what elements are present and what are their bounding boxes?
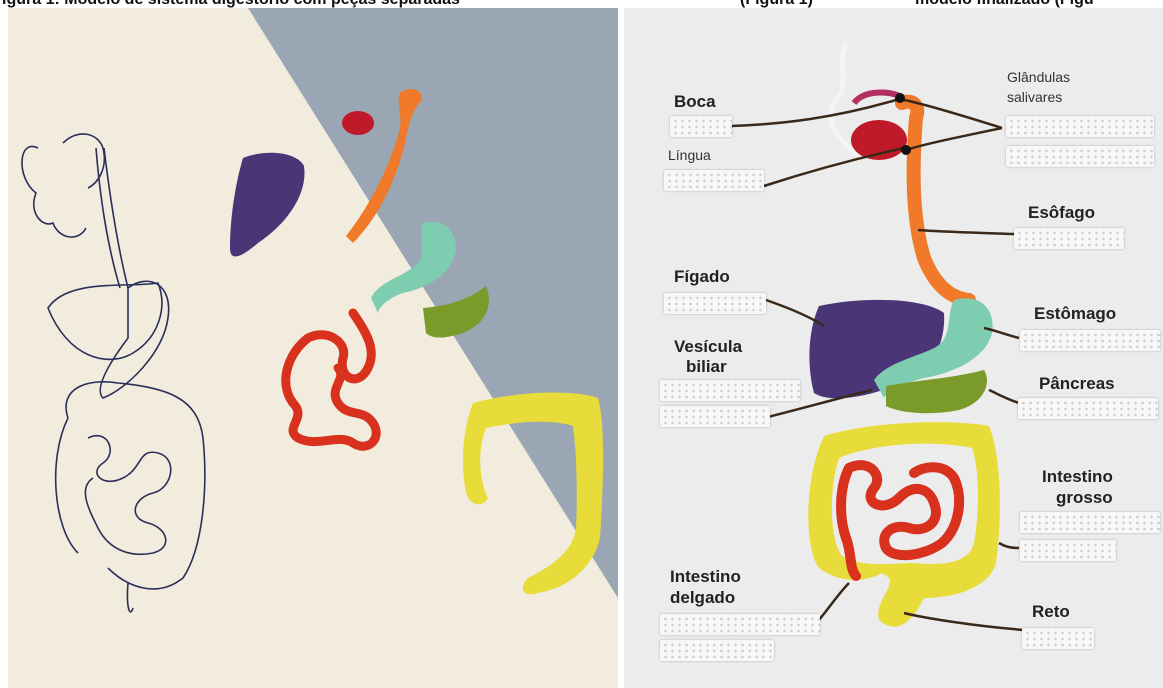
label-vesicula-line2: biliar	[686, 358, 727, 376]
label-intestino-grosso-line1: Intestino	[1042, 468, 1113, 486]
braille-strip-glandulas-2	[1006, 146, 1154, 167]
braille-strip-glandulas-1	[1006, 116, 1154, 137]
caption-left: igura 1: Modelo de sistema digestório co…	[2, 0, 460, 8]
photo-separated-pieces	[8, 8, 618, 688]
bead-lower	[901, 145, 911, 155]
braille-strip-lingua	[664, 170, 764, 191]
esophagus-piece	[902, 102, 969, 300]
braille-strip-intestino-grosso-1	[1020, 512, 1160, 533]
label-esofago: Esôfago	[1028, 204, 1095, 222]
photo-finished-model: Boca Língua Glândulas salivares Esôfago …	[624, 8, 1163, 688]
braille-strip-intestino-grosso-2	[1020, 540, 1116, 561]
piece-tongue	[342, 111, 374, 135]
cord-esofago	[918, 230, 1014, 234]
label-intestino-delgado-line1: Intestino	[670, 568, 741, 586]
label-lingua: Língua	[668, 148, 711, 163]
separated-pieces-illustration	[8, 8, 618, 688]
bead-upper	[895, 93, 905, 103]
caption-right: modelo finalizado (Figu	[915, 0, 1094, 8]
label-reto: Reto	[1032, 603, 1070, 621]
cord-lingua	[764, 148, 904, 186]
label-intestino-grosso-line2: grosso	[1056, 489, 1113, 507]
piece-pancreas	[423, 286, 489, 338]
cord-intestino-delgado	[819, 583, 849, 620]
cord-reto	[904, 613, 1024, 630]
braille-strip-figado	[664, 293, 766, 314]
braille-strip-estomago	[1020, 330, 1160, 351]
braille-strip-intestino-delgado-2	[660, 640, 774, 661]
braille-strip-vesicula-1	[660, 380, 800, 401]
braille-strip-esofago	[1014, 228, 1124, 249]
caption-middle: (Figura 1)	[740, 0, 813, 8]
label-intestino-delgado-line2: delgado	[670, 589, 735, 607]
cord-figado	[766, 300, 824, 326]
braille-strip-boca	[670, 116, 732, 137]
label-figado: Fígado	[674, 268, 730, 286]
braille-strip-vesicula-2	[660, 406, 770, 427]
label-vesicula-line1: Vesícula	[674, 338, 742, 356]
small-intestine-piece	[841, 465, 959, 576]
label-glandulas-line1: Glândulas	[1007, 70, 1070, 85]
label-boca: Boca	[674, 93, 716, 111]
braille-strip-reto	[1022, 628, 1094, 649]
braille-strip-pancreas	[1018, 398, 1158, 419]
label-pancreas: Pâncreas	[1039, 375, 1115, 393]
braille-strip-intestino-delgado-1	[660, 614, 820, 635]
cord-intestino-grosso	[999, 543, 1019, 548]
caption-strip: igura 1: Modelo de sistema digestório co…	[0, 0, 1163, 8]
label-estomago: Estômago	[1034, 305, 1116, 323]
label-glandulas-line2: salivares	[1007, 90, 1062, 105]
cord-pancreas	[989, 390, 1019, 403]
